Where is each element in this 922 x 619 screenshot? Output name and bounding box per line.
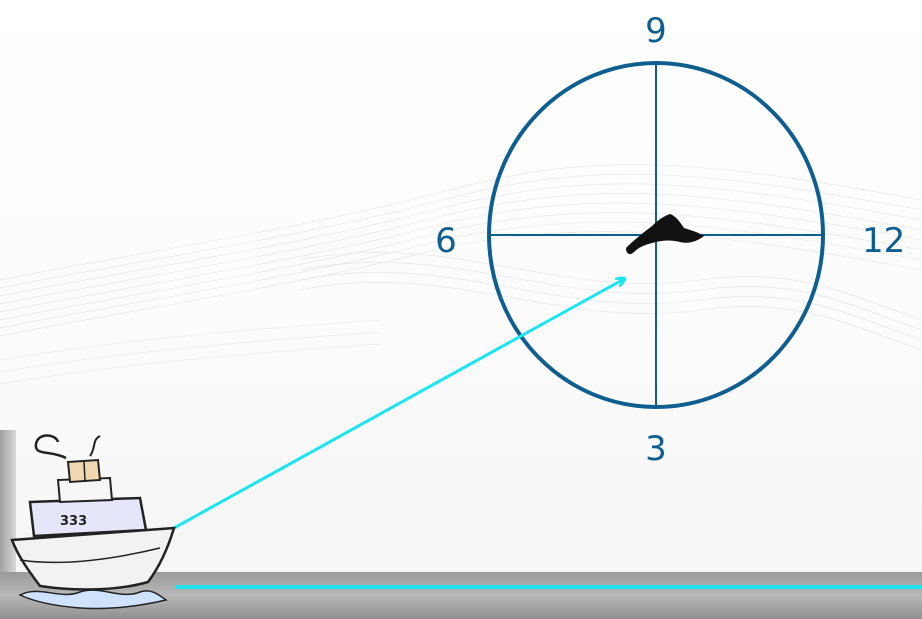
wave-pattern [0, 164, 922, 385]
dial-label-left: 6 [435, 221, 457, 261]
dial-label-right: 12 [862, 221, 905, 261]
ship-icon: 333 [10, 434, 176, 610]
left-side-bar [0, 430, 16, 580]
ship-porthole-text: 333 [60, 514, 87, 529]
dial-label-bottom: 3 [645, 429, 667, 469]
sight-line-arrow [173, 279, 624, 530]
dial-label-top: 9 [645, 11, 667, 51]
whale-icon [626, 214, 704, 255]
